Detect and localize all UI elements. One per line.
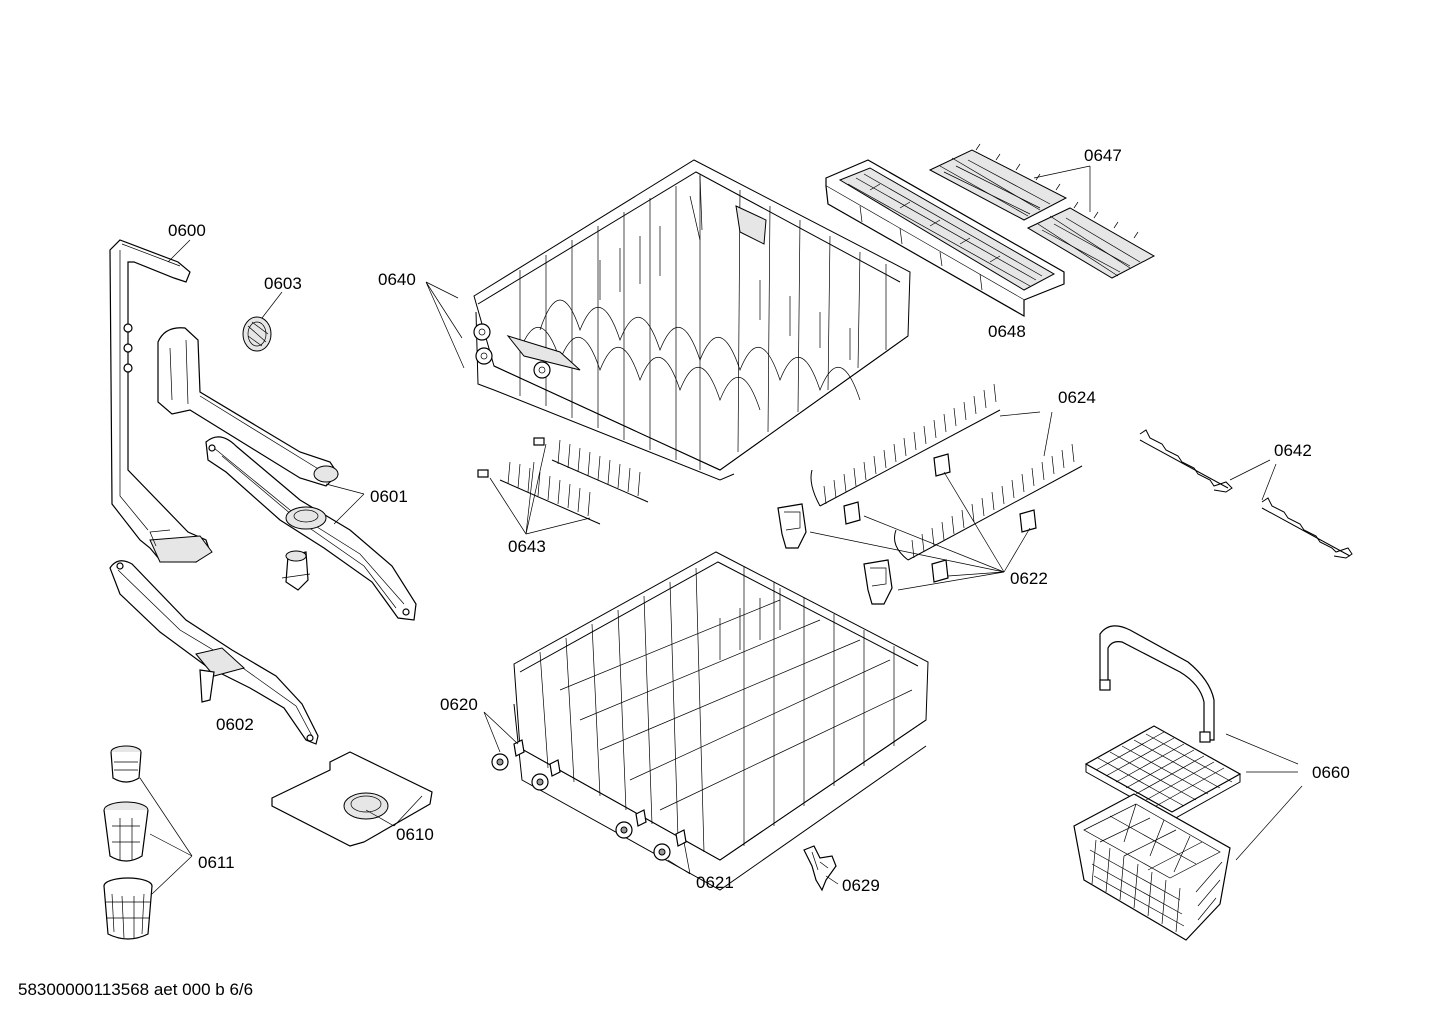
- label-0648: 0648: [988, 322, 1026, 341]
- label-0660: 0660: [1312, 763, 1350, 782]
- part-labels: 0600 0603 0640 0601 0602 0610 0611 0643 …: [168, 146, 1350, 895]
- part-0603-nozzle: [242, 316, 272, 352]
- part-0602-lower-spray-arm: [109, 560, 319, 745]
- label-0600: 0600: [168, 221, 206, 240]
- part-0640-upper-basket: [473, 159, 911, 481]
- part-0611-filter-set: [103, 745, 153, 940]
- part-0648-cutlery-tray: [825, 159, 1065, 318]
- label-0603: 0603: [264, 274, 302, 293]
- label-0629: 0629: [842, 876, 880, 895]
- label-0621: 0621: [696, 873, 734, 892]
- lower-basket: [513, 551, 929, 891]
- label-0643: 0643: [508, 537, 546, 556]
- part-0660-cutlery-basket: [1073, 625, 1242, 941]
- part-0622-clips: [777, 453, 1037, 605]
- label-0622: 0622: [1010, 569, 1048, 588]
- part-0642-rails: [1139, 429, 1353, 559]
- label-0602: 0602: [216, 715, 254, 734]
- label-0601: 0601: [370, 487, 408, 506]
- label-0610: 0610: [396, 825, 434, 844]
- label-0647: 0647: [1084, 146, 1122, 165]
- part-0629-clip: [803, 845, 837, 892]
- label-0620: 0620: [440, 695, 478, 714]
- part-0601-upper-spray-arm: [205, 436, 417, 621]
- label-0640: 0640: [378, 270, 416, 289]
- label-0642: 0642: [1274, 441, 1312, 460]
- part-0643-tine-rows: [477, 437, 649, 525]
- label-0624: 0624: [1058, 388, 1096, 407]
- leader-lines: [139, 165, 1303, 895]
- part-0647-tray-inserts: [928, 143, 1156, 279]
- part-0624-tine-rows: [810, 383, 1083, 561]
- upper-distributor-tube: [157, 327, 339, 487]
- part-0600-supply-pipe: [109, 239, 213, 563]
- label-0611: 0611: [198, 853, 235, 872]
- document-code: 58300000113568 aet 000 b 6/6: [18, 980, 254, 999]
- part-0610-sieve-plate: [271, 751, 433, 847]
- part-0620-0621-wheels: [491, 739, 687, 861]
